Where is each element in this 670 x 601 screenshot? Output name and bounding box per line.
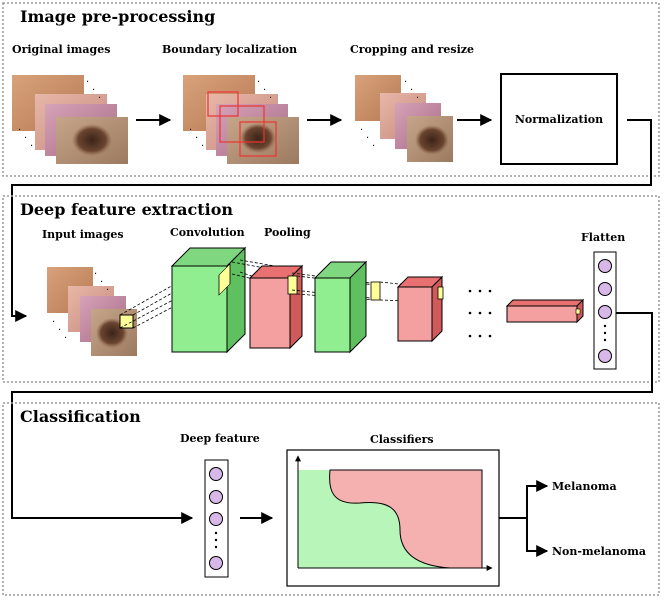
- classification-section: Classification Deep feature Classifiers: [2, 402, 660, 596]
- feature-node: [598, 349, 612, 363]
- step-label-original: Original images: [12, 43, 110, 56]
- ellipsis-icon: .: [404, 74, 407, 85]
- preprocessing-section: Image pre-processing Original images Bou…: [2, 2, 660, 322]
- ellipsis-icon: [603, 331, 607, 335]
- label-pooling: Pooling: [264, 226, 311, 239]
- ellipsis-icon: [214, 545, 218, 549]
- kernel-patch: [575, 308, 581, 315]
- kernel-patch: [287, 275, 298, 295]
- pool-layer-1: [248, 264, 304, 350]
- kernel-patch: [370, 281, 381, 301]
- ellipsis-icon: .: [201, 138, 204, 149]
- ellipsis-icon: [603, 338, 607, 342]
- block-front: [171, 265, 228, 353]
- section-border: [2, 402, 660, 596]
- ellipsis-icon: .: [189, 122, 192, 133]
- boundary-image-stack: . . . . . .: [183, 74, 299, 164]
- kernel-patch: [119, 314, 134, 329]
- label-convolution: Convolution: [170, 226, 245, 239]
- ellipsis-icon: .: [24, 130, 27, 141]
- kernel-patch: [218, 263, 231, 296]
- ellipsis-icon: .: [64, 330, 67, 341]
- block-front: [314, 277, 351, 353]
- ellipsis-icon: .: [257, 74, 260, 85]
- ellipsis-icon: .: [269, 90, 272, 101]
- ellipsis-icon: [468, 289, 492, 338]
- ellipsis-icon: [603, 324, 607, 328]
- label-classifiers: Classifiers: [370, 433, 434, 446]
- ellipsis-icon: .: [92, 82, 95, 93]
- final-feature-map: [505, 298, 585, 324]
- ellipsis-icon: .: [106, 282, 109, 293]
- conv-layer-1: [170, 246, 247, 354]
- block-top: [505, 299, 585, 307]
- ellipsis-icon: .: [100, 274, 103, 285]
- feature-extraction-section: Deep feature extraction Input images Con…: [2, 195, 660, 524]
- step-label-boundary: Boundary localization: [162, 43, 297, 56]
- ellipsis-icon: [214, 538, 218, 542]
- normalization-label: Normalization: [515, 113, 603, 126]
- connector-arrow: [11, 119, 652, 322]
- step-label-crop: Cropping and resize: [350, 43, 474, 56]
- ellipsis-icon: .: [94, 266, 97, 277]
- original-image-stack: . . . . . .: [12, 74, 128, 164]
- ellipsis-icon: .: [52, 314, 55, 325]
- ellipsis-icon: .: [366, 130, 369, 141]
- block-front: [397, 286, 433, 342]
- feature-node: [209, 490, 223, 504]
- feature-node: [598, 259, 612, 273]
- ellipsis-icon: [214, 531, 218, 535]
- section-title: Image pre-processing: [20, 7, 215, 26]
- lesion: [415, 125, 449, 155]
- kernel-patch: [437, 286, 444, 300]
- bounding-box: [207, 91, 239, 117]
- input-image-stack: . . . . . .: [47, 266, 137, 356]
- section-border: [2, 2, 660, 177]
- ellipsis-icon: .: [195, 130, 198, 141]
- ellipsis-icon: .: [30, 138, 33, 149]
- output-non-melanoma: Non-melanoma: [552, 545, 646, 558]
- bounding-box: [219, 105, 265, 143]
- pool-layer-2: [396, 275, 444, 343]
- block-side: [349, 260, 367, 354]
- block-front: [506, 305, 578, 323]
- feature-node: [209, 467, 223, 481]
- feature-node: [598, 305, 612, 319]
- output-melanoma: Melanoma: [552, 480, 617, 493]
- ellipsis-icon: .: [416, 90, 419, 101]
- feature-node: [598, 282, 612, 296]
- flatten-vector: [593, 251, 617, 370]
- classifier-plot: [286, 449, 500, 587]
- ellipsis-icon: .: [360, 122, 363, 133]
- ellipsis-icon: .: [98, 90, 101, 101]
- lesion: [72, 124, 112, 156]
- section-border: [2, 195, 660, 383]
- block-front: [249, 277, 291, 349]
- ellipsis-icon: .: [263, 82, 266, 93]
- cropped-image-stack: . . . . . .: [355, 74, 453, 162]
- label-deep-feature: Deep feature: [180, 432, 260, 445]
- arrow: [526, 518, 549, 557]
- label-flatten: Flatten: [581, 231, 625, 244]
- section-title: Classification: [20, 407, 141, 426]
- deep-feature-vector: [204, 459, 229, 578]
- ellipsis-icon: .: [410, 82, 413, 93]
- conv-layer-2: [313, 260, 381, 354]
- region-red: [329, 469, 483, 569]
- feature-node: [209, 556, 223, 570]
- ellipsis-icon: .: [18, 122, 21, 133]
- connector-arrow: [11, 312, 653, 524]
- section-title: Deep feature extraction: [20, 200, 233, 219]
- arrow: [526, 480, 549, 518]
- ellipsis-icon: .: [58, 322, 61, 333]
- feature-node: [209, 512, 223, 526]
- ellipsis-icon: .: [372, 138, 375, 149]
- lesion: [240, 123, 276, 153]
- ellipsis-icon: .: [86, 74, 89, 85]
- bounding-box: [239, 121, 277, 157]
- label-input-images: Input images: [42, 228, 124, 241]
- normalization-box: [500, 73, 618, 165]
